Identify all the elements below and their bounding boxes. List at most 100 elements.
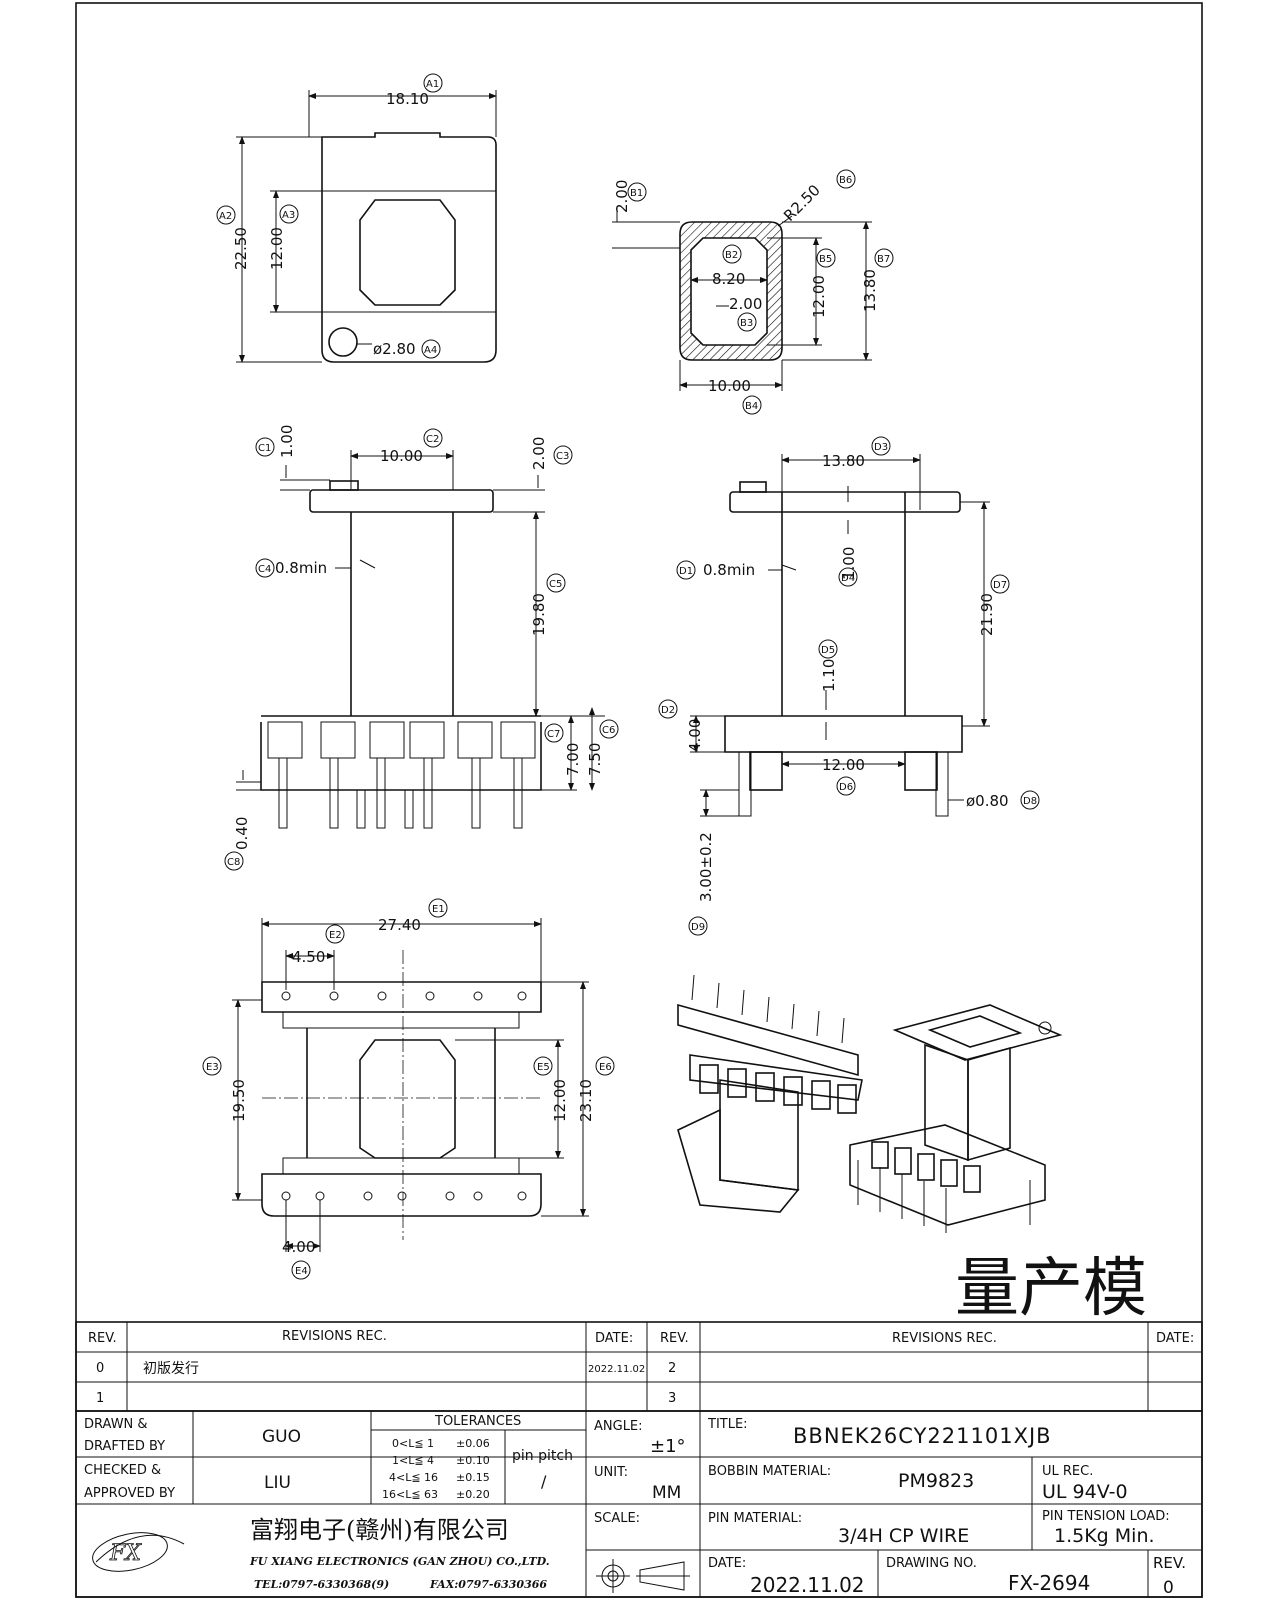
bubble-d8: D8 bbox=[1023, 796, 1037, 807]
dim-e6: 23.10 bbox=[577, 1079, 595, 1122]
dim-e2: 4.50 bbox=[292, 948, 325, 966]
view-b-section: 2.00 R2.50 8.20 2.00 12.00 13.80 10.00 B… bbox=[612, 169, 894, 415]
pin-tension-value: 1.5Kg Min. bbox=[1054, 1525, 1155, 1547]
dim-a1: 18.10 bbox=[386, 90, 429, 108]
rev-label: REV. bbox=[1153, 1554, 1186, 1572]
dim-d2: 4.00 bbox=[686, 719, 704, 752]
checked-by: LIU bbox=[264, 1473, 291, 1493]
drawing-no-label: DRAWING NO. bbox=[886, 1556, 977, 1571]
bubble-a2: A2 bbox=[219, 211, 232, 222]
tol-range-3: 16<L≦ 63 bbox=[382, 1488, 438, 1501]
title-block: DRAWN & DRAFTED BY GUO CHECKED & APPROVE… bbox=[75, 1410, 1203, 1598]
logo-text: FX bbox=[109, 1541, 142, 1566]
angle-label: ANGLE: bbox=[594, 1419, 643, 1434]
drawn-by: GUO bbox=[262, 1427, 301, 1447]
dim-c7: 7.00 bbox=[564, 743, 582, 776]
rev-row-0-desc: 初版发行 bbox=[143, 1360, 199, 1377]
bubble-c8: C8 bbox=[227, 857, 240, 868]
tol-range-0: 0<L≦ 1 bbox=[392, 1437, 434, 1450]
date-label: DATE: bbox=[708, 1556, 746, 1571]
bubble-d2: D2 bbox=[661, 705, 675, 716]
bubble-c2: C2 bbox=[426, 434, 439, 445]
dim-e5: 12.00 bbox=[551, 1079, 569, 1122]
tol-value-1: ±0.10 bbox=[456, 1454, 490, 1467]
rev-row-0-date: 2022.11.02 bbox=[588, 1364, 645, 1375]
tol-value-3: ±0.20 bbox=[456, 1488, 490, 1501]
dim-b4: 10.00 bbox=[708, 377, 751, 395]
pin-material-label: PIN MATERIAL: bbox=[708, 1511, 802, 1526]
tol-value-2: ±0.15 bbox=[456, 1471, 490, 1484]
company-name-en: FU XIANG ELECTRONICS (GAN ZHOU) CO.,LTD. bbox=[249, 1555, 550, 1568]
company-name-cn: 富翔电子(赣州)有限公司 bbox=[250, 1516, 509, 1544]
view-d-side: 13.80 0.8min 1.00 21.90 1.10 4.00 12.00 … bbox=[658, 436, 1040, 936]
dim-d1: 0.8min bbox=[703, 561, 755, 579]
dim-c5: 19.80 bbox=[530, 593, 548, 636]
bubble-b1: B1 bbox=[630, 188, 643, 199]
dim-b1: 2.00 bbox=[613, 180, 631, 213]
dim-c2: 10.00 bbox=[380, 447, 423, 465]
dim-c4: 0.8min bbox=[275, 559, 327, 577]
bubble-c4: C4 bbox=[258, 564, 271, 575]
bubble-b5: B5 bbox=[819, 254, 832, 265]
company-logo: FX bbox=[92, 1532, 185, 1572]
dim-d6: 12.00 bbox=[822, 756, 865, 774]
pin-pitch-label: pin pitch bbox=[512, 1448, 573, 1464]
pin-material-value: 3/4H CP WIRE bbox=[838, 1525, 969, 1547]
dim-d9: 3.00±0.2 bbox=[697, 832, 715, 902]
projection-symbol bbox=[596, 1559, 690, 1593]
dim-b7: 13.80 bbox=[861, 269, 879, 312]
dim-d3: 13.80 bbox=[822, 452, 865, 470]
iso-view-top-down bbox=[849, 1004, 1063, 1233]
bubble-b3: B3 bbox=[740, 318, 753, 329]
rev-header-left: REV. bbox=[88, 1331, 117, 1346]
tol-range-2: 4<L≦ 16 bbox=[389, 1471, 438, 1484]
view-c-front: 10.00 1.00 2.00 0.8min 19.80 7.00 7.50 0… bbox=[224, 425, 619, 871]
dim-a4: ø2.80 bbox=[373, 340, 416, 358]
drawing-no-value: FX-2694 bbox=[1008, 1571, 1090, 1595]
drawn-label-1: DRAWN & bbox=[84, 1417, 148, 1432]
bubble-d9: D9 bbox=[691, 922, 705, 933]
bubble-b2: B2 bbox=[725, 250, 738, 261]
dim-e4: 4.00 bbox=[282, 1238, 315, 1256]
bobbin-material-value: PM9823 bbox=[898, 1470, 974, 1492]
drawn-label-2: DRAFTED BY bbox=[84, 1439, 165, 1454]
dim-b3: 2.00 bbox=[729, 295, 762, 313]
company-fax: FAX:0797-6330366 bbox=[429, 1578, 547, 1591]
dim-d4: 1.00 bbox=[840, 547, 858, 580]
angle-value: ±1° bbox=[650, 1436, 686, 1457]
bubble-d5: D5 bbox=[821, 645, 835, 656]
unit-value: MM bbox=[652, 1483, 681, 1503]
tol-range-1: 1<L≦ 4 bbox=[392, 1454, 434, 1467]
ul-rec-label: UL REC. bbox=[1042, 1464, 1093, 1479]
bubble-e2: E2 bbox=[329, 930, 342, 941]
dim-d5: 1.10 bbox=[820, 659, 838, 692]
bubble-e1: E1 bbox=[432, 904, 445, 915]
rev-row-3-rev: 3 bbox=[668, 1391, 676, 1406]
unit-label: UNIT: bbox=[594, 1465, 628, 1480]
bubble-c5: C5 bbox=[549, 579, 562, 590]
bubble-c1: C1 bbox=[258, 443, 271, 454]
rev-row-1-rev: 1 bbox=[96, 1391, 104, 1406]
iso-view-bottom-up bbox=[677, 974, 863, 1213]
bubble-d1: D1 bbox=[679, 566, 693, 577]
dim-b6: R2.50 bbox=[780, 181, 824, 225]
bubble-a4: A4 bbox=[424, 345, 437, 356]
dim-c3: 2.00 bbox=[530, 437, 548, 470]
bubble-c3: C3 bbox=[556, 451, 569, 462]
bubble-b6: B6 bbox=[839, 175, 852, 186]
dim-d8: ø0.80 bbox=[966, 792, 1009, 810]
revision-table: REV. REVISIONS REC. DATE: REV. REVISIONS… bbox=[75, 1321, 1203, 1412]
ul-rec-value: UL 94V-0 bbox=[1042, 1481, 1128, 1503]
bubble-a1: A1 bbox=[426, 79, 439, 90]
date-header-left: DATE: bbox=[595, 1331, 633, 1346]
bubble-e5: E5 bbox=[537, 1062, 550, 1073]
dim-b2: 8.20 bbox=[712, 270, 745, 288]
dim-d7: 21.90 bbox=[978, 593, 996, 636]
bubble-d3: D3 bbox=[874, 442, 888, 453]
bubble-d6: D6 bbox=[839, 782, 853, 793]
dim-e3: 19.50 bbox=[230, 1079, 248, 1122]
bubble-d4: D4 bbox=[841, 573, 855, 584]
rev-row-0-rev: 0 bbox=[96, 1361, 104, 1376]
bubble-b4: B4 bbox=[745, 401, 758, 412]
